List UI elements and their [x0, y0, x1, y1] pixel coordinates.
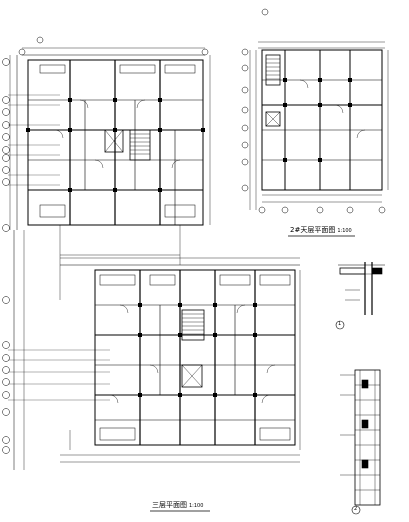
roof-floor-plan [249, 41, 389, 210]
axis-bubbles-left [2, 58, 10, 454]
main-plan-upper-wing [8, 47, 211, 230]
axis-bubbles-top [18, 8, 269, 56]
main-plan-lower-wing [8, 257, 301, 463]
roof-plan-axis-bubbles [241, 48, 386, 214]
third-floor-plan-scale: 1:100 [189, 503, 204, 509]
roof-plan-scale: 1:100 [337, 228, 352, 234]
detail-marker-1: 1 [338, 321, 342, 327]
roof-plan-title-text: 2#天层平面图 [290, 226, 336, 234]
detail-section-1 [335, 262, 385, 330]
detail-section-2 [340, 369, 381, 515]
main-plan-connector [13, 225, 181, 470]
detail-marker-2: 2 [354, 506, 358, 512]
third-floor-plan-title-text: 三层平面图 [152, 501, 187, 509]
